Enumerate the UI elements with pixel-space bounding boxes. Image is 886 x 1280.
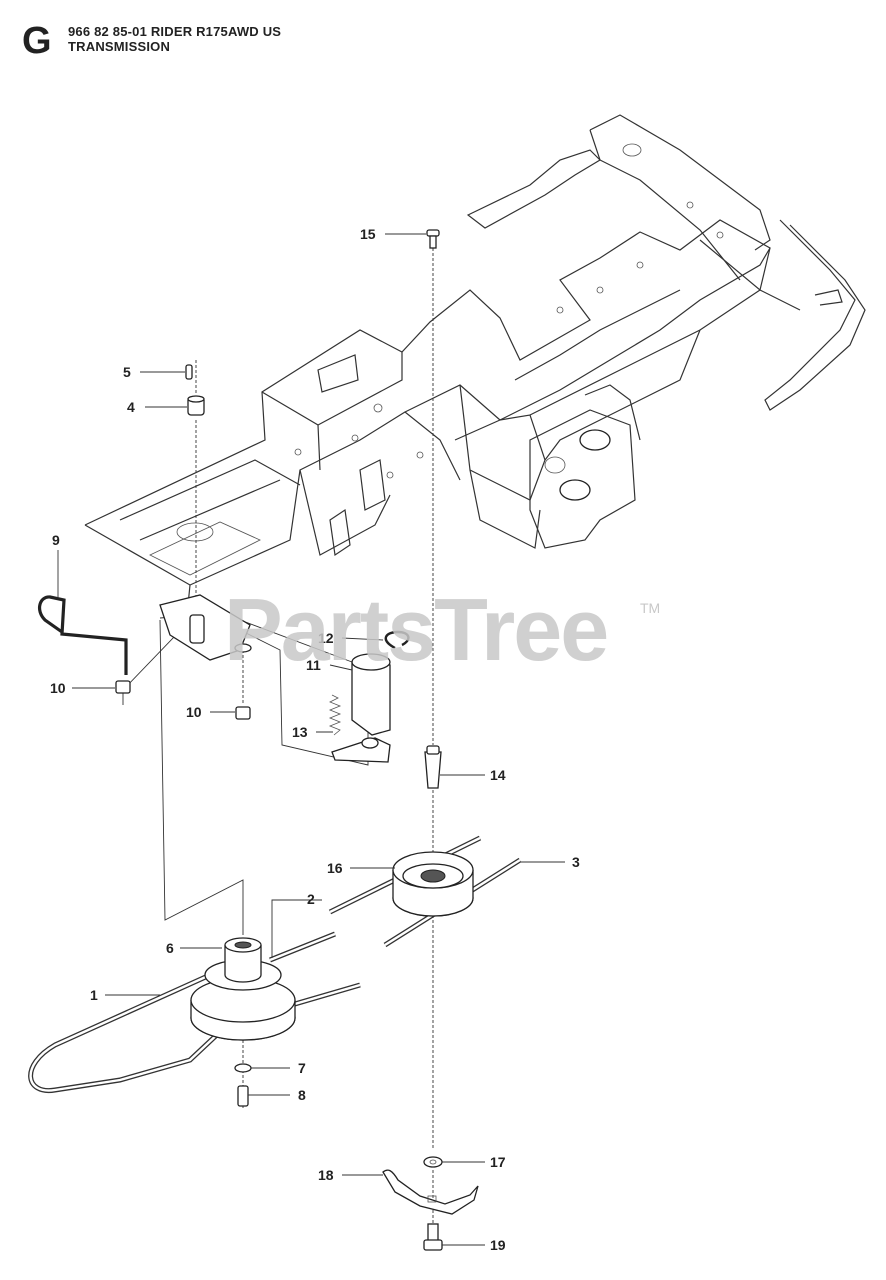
watermark-trademark: TM xyxy=(640,600,661,616)
part-6-pulley[interactable] xyxy=(190,937,296,1041)
callout-12[interactable]: 12 xyxy=(318,630,334,646)
part-1-belt[interactable] xyxy=(28,972,272,1094)
callout-7[interactable]: 7 xyxy=(298,1060,306,1076)
part-9-rod[interactable] xyxy=(37,595,128,675)
callout-6[interactable]: 6 xyxy=(166,940,174,956)
part-10-nut-left[interactable] xyxy=(115,680,131,694)
model-line: 966 82 85-01 RIDER R175AWD US xyxy=(68,24,282,39)
part-16-pulley[interactable] xyxy=(392,851,474,917)
part-12-circlip[interactable] xyxy=(384,630,410,650)
callout-5[interactable]: 5 xyxy=(123,364,131,380)
section-letter: G xyxy=(22,20,52,62)
callout-17[interactable]: 17 xyxy=(490,1154,506,1170)
section-title: TRANSMISSION xyxy=(68,39,171,54)
callout-8[interactable]: 8 xyxy=(298,1087,306,1103)
callout-11[interactable]: 11 xyxy=(306,657,321,673)
part-14-sleeve[interactable] xyxy=(424,745,442,789)
part-5-pin[interactable] xyxy=(185,364,193,380)
callout-13[interactable]: 13 xyxy=(292,724,308,740)
pivot-bracket[interactable] xyxy=(159,594,252,661)
leader-lines xyxy=(57,233,565,1246)
callout-4[interactable]: 4 xyxy=(127,399,135,415)
callout-10-right[interactable]: 10 xyxy=(186,704,202,720)
callout-10-left[interactable]: 10 xyxy=(50,680,66,696)
assembly-axes xyxy=(195,248,434,1225)
part-10-nut-right[interactable] xyxy=(235,706,251,720)
part-19-bolt[interactable] xyxy=(423,1223,443,1251)
callout-3[interactable]: 3 xyxy=(572,854,580,870)
callout-1[interactable]: 1 xyxy=(90,987,98,1003)
part-17-washer[interactable] xyxy=(423,1156,443,1168)
callout-2[interactable]: 2 xyxy=(307,891,315,907)
part-4-bushing[interactable] xyxy=(187,395,205,416)
callout-19[interactable]: 19 xyxy=(490,1237,506,1253)
callout-14[interactable]: 14 xyxy=(490,767,506,783)
callout-16[interactable]: 16 xyxy=(327,860,343,876)
part-15-bolt[interactable] xyxy=(426,229,440,249)
partstree-watermark: PartsTree xyxy=(224,580,609,679)
part-11-sleeve[interactable] xyxy=(351,653,391,736)
callout-labels: 15 5 4 9 10 10 12 11 13 14 16 3 2 6 1 7 … xyxy=(50,226,580,1253)
part-13-spring-arm[interactable] xyxy=(328,694,391,763)
chassis-frame xyxy=(84,114,866,606)
callout-15[interactable]: 15 xyxy=(360,226,376,242)
diagram-header: G 966 82 85-01 RIDER R175AWD US TRANSMIS… xyxy=(0,0,886,70)
part-18-bracket[interactable] xyxy=(382,1169,479,1215)
part-7-washer[interactable] xyxy=(234,1063,252,1073)
callout-18[interactable]: 18 xyxy=(318,1167,334,1183)
callout-9[interactable]: 9 xyxy=(52,532,60,548)
part-8-bolt[interactable] xyxy=(237,1085,249,1107)
